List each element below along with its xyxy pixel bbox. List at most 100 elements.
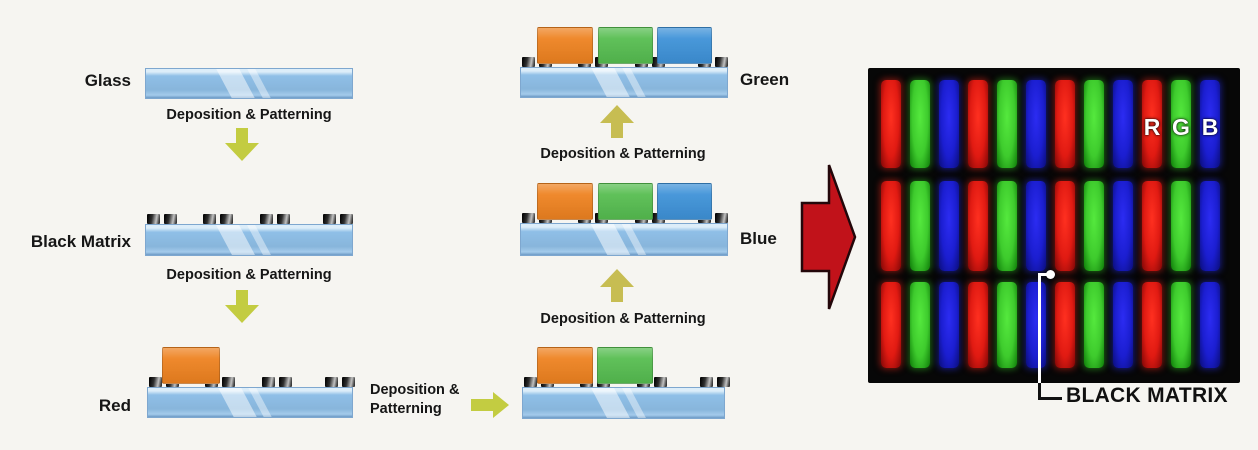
subpixel-stripe-red — [881, 282, 901, 368]
black-matrix-pad — [277, 214, 290, 224]
rgb-letter-b: B — [1201, 114, 1219, 140]
glass-bar — [145, 68, 353, 99]
deposition-patterning-label: Deposition & Patterning — [540, 311, 706, 327]
green-resist-block — [597, 347, 653, 384]
callout-leader-line — [1038, 382, 1041, 399]
glass-bar — [522, 387, 725, 419]
black-matrix-pad — [522, 57, 535, 67]
subpixel-stripe-red — [1055, 181, 1075, 271]
subpixel-stripe-green — [1171, 80, 1191, 168]
subpixel-stripe-blue — [1200, 80, 1220, 168]
subpixel-stripe-green — [910, 80, 930, 168]
glass-bar — [520, 67, 728, 98]
rgb-letter-r: R — [1143, 114, 1161, 140]
subpixel-stripe-green — [1171, 282, 1191, 368]
subpixel-row — [868, 282, 1240, 368]
red-resist-block — [537, 347, 593, 384]
subpixel-stripe-green — [910, 181, 930, 271]
green-resist-block — [598, 183, 653, 220]
subpixel-row — [868, 80, 1240, 168]
red-resist-block — [162, 347, 220, 384]
black-matrix-pad — [164, 214, 177, 224]
black-matrix-pad-pair — [700, 377, 730, 387]
rgb-letter-g: G — [1172, 114, 1190, 140]
subpixel-stripe-green — [1171, 181, 1191, 271]
subpixel-stripe-green — [1084, 282, 1104, 368]
black-matrix-pad — [700, 377, 713, 387]
subpixel-stripe-red — [968, 181, 988, 271]
black-matrix-pad — [220, 214, 233, 224]
subpixel-stripe-blue — [1026, 282, 1046, 368]
black-matrix-pad — [325, 377, 338, 387]
subpixel-stripe-blue — [1113, 181, 1133, 271]
subpixel-stripe-red — [1142, 80, 1162, 168]
deposition-patterning-label: Deposition & Patterning — [166, 107, 332, 123]
black-matrix-pad — [654, 377, 667, 387]
black-matrix-pad — [149, 377, 162, 387]
deposition-patterning-label: Deposition & Patterning — [166, 267, 332, 283]
black-matrix-pad — [323, 214, 336, 224]
black-matrix-pad — [340, 214, 353, 224]
subpixel-stripe-red — [1142, 282, 1162, 368]
glass-bar — [147, 387, 353, 418]
black-matrix-pad — [717, 377, 730, 387]
callout-dot — [1046, 270, 1055, 279]
black-matrix-pad-pair — [203, 214, 233, 224]
subpixel-stripe-green — [997, 181, 1017, 271]
black-matrix-callout-label: BLACK MATRIX — [1066, 384, 1228, 407]
black-matrix-pad-pair — [147, 214, 177, 224]
subpixel-stripe-green — [1084, 80, 1104, 168]
black-matrix-pad-pair — [260, 214, 290, 224]
black-matrix-pad — [147, 214, 160, 224]
black-matrix-pad — [524, 377, 537, 387]
subpixel-stripe-blue — [939, 181, 959, 271]
stage-label-red: Red — [98, 396, 131, 415]
subpixel-stripe-blue — [1113, 282, 1133, 368]
subpixel-stripe-red — [968, 282, 988, 368]
black-matrix-pad — [262, 377, 275, 387]
down-arrow-icon — [225, 290, 259, 324]
subpixel-stripe-blue — [1113, 80, 1133, 168]
green-resist-unit — [522, 347, 730, 419]
callout-leader-line — [1038, 273, 1041, 383]
black-matrix-pad — [203, 214, 216, 224]
subpixel-stripe-blue — [1026, 181, 1046, 271]
rgb-pixel-photo: R G B — [868, 68, 1240, 383]
subpixel-stripe-green — [997, 282, 1017, 368]
right-arrow-icon — [471, 392, 509, 418]
subpixel-stripe-red — [968, 80, 988, 168]
black-matrix-pad — [342, 377, 355, 387]
black-matrix-pad — [279, 377, 292, 387]
black-matrix-pad — [715, 213, 728, 223]
red-resist-unit — [147, 347, 355, 418]
subpixel-row — [868, 181, 1240, 271]
glass-substrate-unit — [145, 58, 353, 99]
subpixel-stripe-green — [910, 282, 930, 368]
stage-label-black-matrix: Black Matrix — [30, 232, 131, 251]
black-matrix-pad — [522, 213, 535, 223]
subpixel-stripe-red — [1142, 181, 1162, 271]
deposition-patterning-label: Deposition & Patterning — [540, 146, 706, 162]
down-arrow-icon — [225, 128, 259, 162]
black-matrix-pad — [222, 377, 235, 387]
black-matrix-row — [145, 214, 353, 224]
subpixel-stripe-red — [1055, 80, 1075, 168]
red-resist-block — [537, 183, 593, 220]
black-matrix-pad-pair — [262, 377, 292, 387]
black-matrix-pad-pair — [325, 377, 355, 387]
callout-leader-line — [1038, 273, 1050, 276]
subpixel-stripe-red — [881, 181, 901, 271]
blue-resist-block — [657, 183, 712, 220]
subpixel-stripe-blue — [1200, 282, 1220, 368]
up-arrow-icon — [600, 269, 634, 303]
stage-label-glass: Glass — [84, 71, 131, 90]
black-matrix-pad-pair — [323, 214, 353, 224]
subpixel-stripe-green — [1084, 181, 1104, 271]
stage-label-blue: Blue — [740, 229, 777, 248]
result-arrow-icon — [799, 162, 859, 312]
black-matrix-pad — [260, 214, 273, 224]
glass-bar — [145, 224, 353, 256]
subpixel-stripe-blue — [1200, 181, 1220, 271]
up-arrow-icon — [600, 105, 634, 139]
subpixel-stripe-red — [881, 80, 901, 168]
